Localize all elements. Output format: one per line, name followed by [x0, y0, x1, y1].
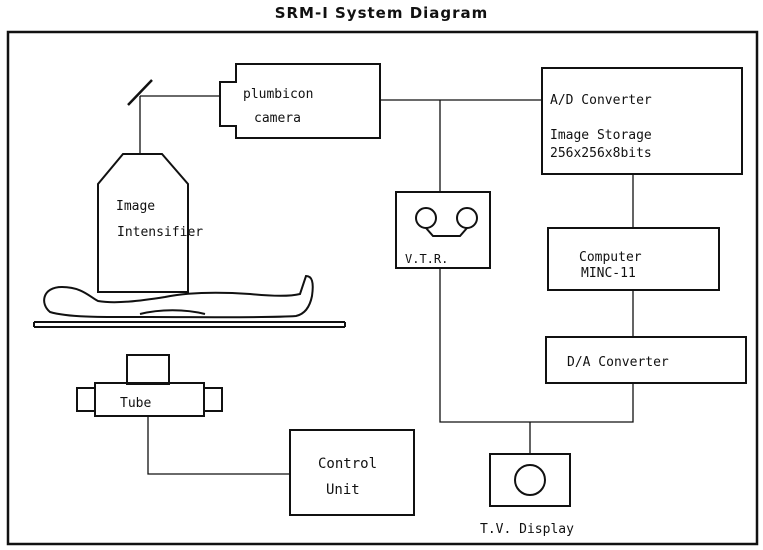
patient-table [33, 274, 346, 328]
camera-label-line1: plumbicon [243, 87, 313, 102]
intensifier-label-line1: Image [116, 199, 155, 214]
camera-box [219, 63, 381, 139]
tube-housing [126, 354, 170, 385]
vtr-label: V.T.R. [405, 252, 448, 266]
diagram-title: SRM-I System Diagram [274, 4, 489, 22]
vtr-box [395, 191, 491, 269]
tube-end-right [203, 387, 223, 412]
intensifier-label-line2: Intensifier [117, 225, 203, 240]
image-storage-label: Image Storage [550, 128, 652, 143]
tube-label: Tube [120, 396, 151, 411]
tube-end-left [76, 387, 96, 412]
ad-converter-box [541, 67, 743, 175]
patient-body [43, 274, 314, 319]
computer-label-line2: MINC-11 [581, 266, 636, 281]
tv-display-label: T.V. Display [480, 522, 574, 537]
camera-label-line2: camera [254, 111, 301, 126]
mirror [127, 79, 153, 106]
tv-display-box [489, 453, 571, 507]
image-storage-size-label: 256x256x8bits [550, 146, 652, 161]
vtr-reel-right [456, 207, 478, 229]
control-unit-label-line2: Unit [326, 482, 360, 498]
diagram-frame [6, 30, 759, 546]
connections [139, 95, 634, 475]
control-unit-box [289, 429, 415, 516]
computer-label-line1: Computer [579, 250, 642, 265]
intensifier-shape [97, 153, 189, 293]
vtr-reel-left [415, 207, 437, 229]
ad-converter-label: A/D Converter [550, 93, 652, 108]
tv-screen [514, 464, 546, 496]
da-converter-box [545, 336, 747, 384]
control-unit-label-line1: Control [318, 456, 377, 472]
da-converter-label: D/A Converter [567, 355, 669, 370]
